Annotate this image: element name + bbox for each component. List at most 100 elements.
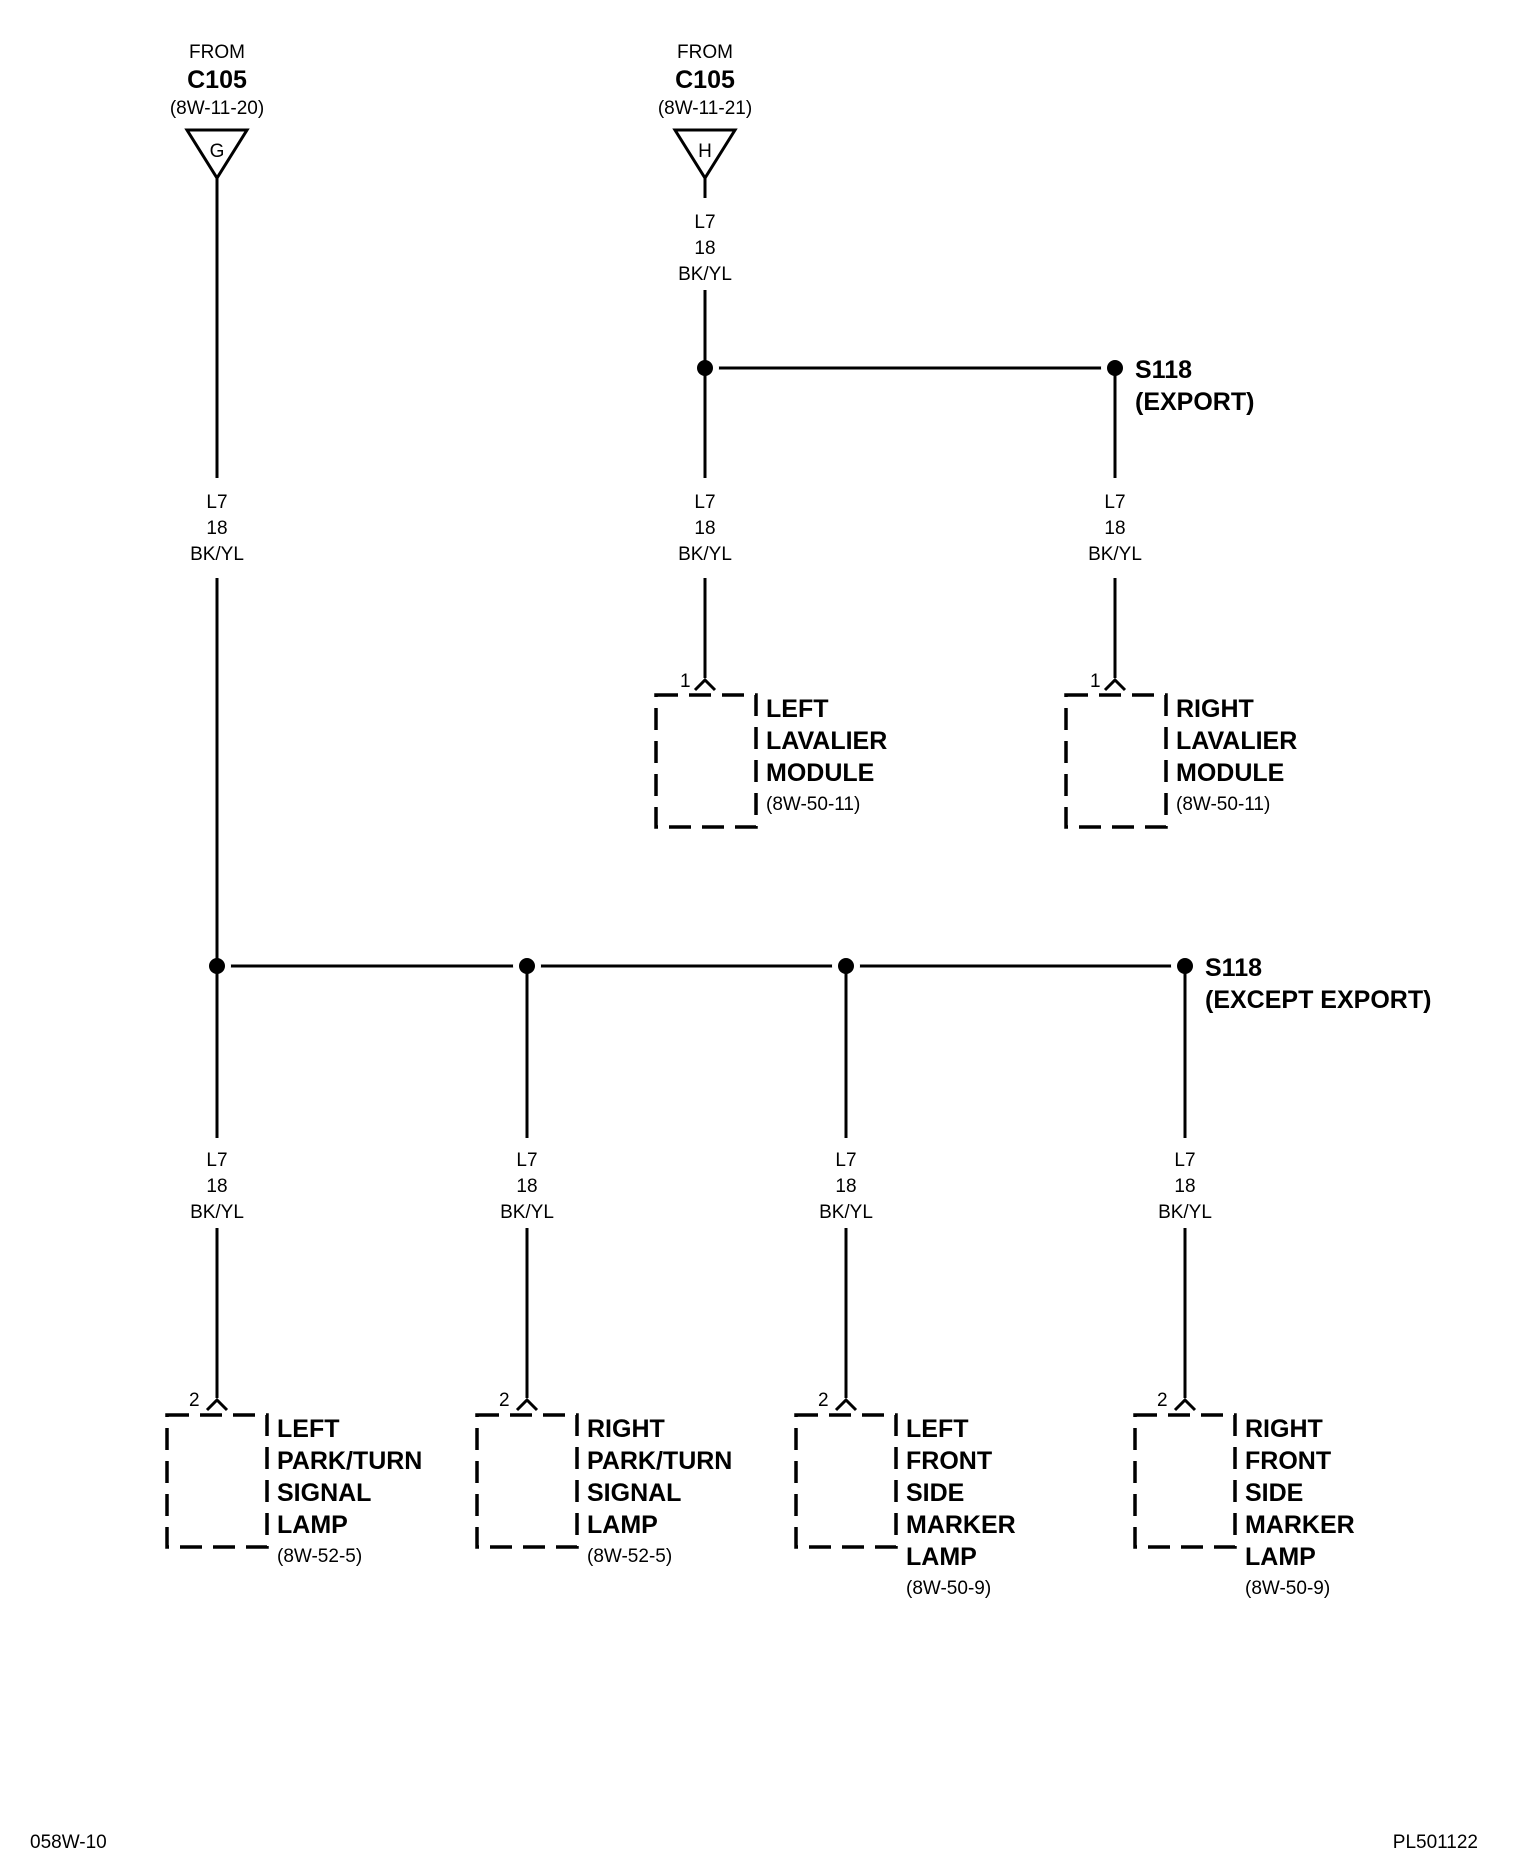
splice-name: S118 <box>1205 954 1262 982</box>
wire-gauge: 18 <box>694 238 715 259</box>
component-name-line: PARK/TURN <box>587 1447 732 1475</box>
component-ref: (8W-52-5) <box>277 1546 362 1567</box>
component-name-line: RIGHT <box>1176 695 1254 723</box>
source-ref: (8W-11-20) <box>170 98 264 119</box>
pin-terminal-icon <box>1173 1397 1197 1412</box>
component-ref: (8W-50-11) <box>1176 794 1270 815</box>
component-name-line: FRONT <box>906 1447 992 1475</box>
wire-color: BK/YL <box>678 264 732 285</box>
wire-circuit: L7 <box>1104 492 1125 513</box>
pin-terminal-icon <box>515 1397 539 1412</box>
splice-name: S118 <box>1135 356 1192 384</box>
component-name-line: SIGNAL <box>277 1479 371 1507</box>
footer-figure-id: PL501122 <box>1393 1832 1478 1853</box>
wire-circuit: L7 <box>694 212 715 233</box>
component-box <box>1133 1413 1237 1549</box>
splice-dot <box>697 360 713 376</box>
wire-label-left-side-marker: L7 18 BK/YL <box>819 1150 873 1223</box>
component-name-line: RIGHT <box>1245 1415 1323 1443</box>
left-front-side-marker-lamp: 2 LEFT FRONT SIDE MARKER LAMP (8W-50-9) <box>794 1390 1016 1599</box>
source-from-label: FROM <box>677 42 733 63</box>
component-box <box>475 1413 579 1549</box>
wire-gauge: 18 <box>1174 1176 1195 1197</box>
wire-color: BK/YL <box>678 544 732 565</box>
wire-label-left-park-turn: L7 18 BK/YL <box>190 1150 244 1223</box>
pin-number: 1 <box>1090 671 1101 692</box>
component-ref: (8W-52-5) <box>587 1546 672 1567</box>
component-name-line: SIDE <box>906 1479 964 1507</box>
right-park-turn-signal-lamp: 2 RIGHT PARK/TURN SIGNAL LAMP (8W-52-5) <box>475 1390 732 1567</box>
component-ref: (8W-50-9) <box>1245 1578 1330 1599</box>
pin-terminal-icon <box>834 1397 858 1412</box>
splice-variant: (EXPORT) <box>1135 388 1254 416</box>
wire-circuit: L7 <box>516 1150 537 1171</box>
wire-gauge: 18 <box>1104 518 1125 539</box>
component-box <box>1064 693 1168 829</box>
wire-label-right-park-turn: L7 18 BK/YL <box>500 1150 554 1223</box>
left-lavalier-module: 1 LEFT LAVALIER MODULE (8W-50-11) <box>654 671 887 829</box>
splice-dot <box>209 958 225 974</box>
component-box <box>165 1413 269 1549</box>
component-name-line: FRONT <box>1245 1447 1331 1475</box>
left-park-turn-signal-lamp: 2 LEFT PARK/TURN SIGNAL LAMP (8W-52-5) <box>165 1390 422 1567</box>
component-name-line: MODULE <box>766 759 874 787</box>
wire-label-left-lavalier: L7 18 BK/YL <box>678 492 732 565</box>
wire-label-top-h: L7 18 BK/YL <box>678 212 732 285</box>
connector-triangle-icon <box>184 128 250 181</box>
splice-points <box>203 354 1199 980</box>
pin-number: 2 <box>189 1390 200 1411</box>
connector-triangle-icon <box>672 128 738 181</box>
wire-color: BK/YL <box>500 1202 554 1223</box>
splice-variant: (EXCEPT EXPORT) <box>1205 986 1431 1014</box>
wire-gauge: 18 <box>206 1176 227 1197</box>
wire-color: BK/YL <box>1088 544 1142 565</box>
component-name-line: LAMP <box>906 1543 977 1571</box>
right-front-side-marker-lamp: 2 RIGHT FRONT SIDE MARKER LAMP (8W-50-9) <box>1133 1390 1355 1599</box>
wire-circuit: L7 <box>206 492 227 513</box>
splice-dot <box>519 958 535 974</box>
pin-terminal-icon <box>1103 677 1127 692</box>
wire-gauge: 18 <box>516 1176 537 1197</box>
pin-terminal-icon <box>693 677 717 692</box>
wire-circuit: L7 <box>206 1150 227 1171</box>
wire-gauge: 18 <box>206 518 227 539</box>
source-connector-label: C105 <box>675 66 735 94</box>
wire-color: BK/YL <box>819 1202 873 1223</box>
component-name-line: LAVALIER <box>1176 727 1297 755</box>
wire-label-right-side-marker: L7 18 BK/YL <box>1158 1150 1212 1223</box>
wire-circuit: L7 <box>1174 1150 1195 1171</box>
component-name-line: SIDE <box>1245 1479 1303 1507</box>
wire-label-left-trunk: L7 18 BK/YL <box>190 492 244 565</box>
component-box <box>794 1413 898 1549</box>
source-connector-label: C105 <box>187 66 247 94</box>
component-box <box>654 693 758 829</box>
component-name-line: MARKER <box>906 1511 1016 1539</box>
component-name-line: LAMP <box>587 1511 658 1539</box>
pin-terminal-icon <box>205 1397 229 1412</box>
source-pin-label: H <box>698 141 712 162</box>
wire-color: BK/YL <box>1158 1202 1212 1223</box>
wire-circuit: L7 <box>835 1150 856 1171</box>
component-name-line: LAMP <box>1245 1543 1316 1571</box>
component-ref: (8W-50-9) <box>906 1578 991 1599</box>
component-name-line: MODULE <box>1176 759 1284 787</box>
component-name-line: MARKER <box>1245 1511 1355 1539</box>
splice-dot <box>1107 360 1123 376</box>
splice-dot <box>1177 958 1193 974</box>
pin-number: 2 <box>499 1390 510 1411</box>
component-name-line: RIGHT <box>587 1415 665 1443</box>
component-name-line: LEFT <box>277 1415 340 1443</box>
wire-color: BK/YL <box>190 1202 244 1223</box>
component-name-line: PARK/TURN <box>277 1447 422 1475</box>
footer-page-id: 058W-10 <box>30 1832 107 1853</box>
wire-label-right-lavalier: L7 18 BK/YL <box>1088 492 1142 565</box>
source-from-label: FROM <box>189 42 245 63</box>
wire-gauge: 18 <box>694 518 715 539</box>
component-name-line: LAMP <box>277 1511 348 1539</box>
splice-dot <box>838 958 854 974</box>
wires <box>215 178 1187 1398</box>
wire-gauge: 18 <box>835 1176 856 1197</box>
wire-circuit: L7 <box>694 492 715 513</box>
right-lavalier-module: 1 RIGHT LAVALIER MODULE (8W-50-11) <box>1064 671 1297 829</box>
